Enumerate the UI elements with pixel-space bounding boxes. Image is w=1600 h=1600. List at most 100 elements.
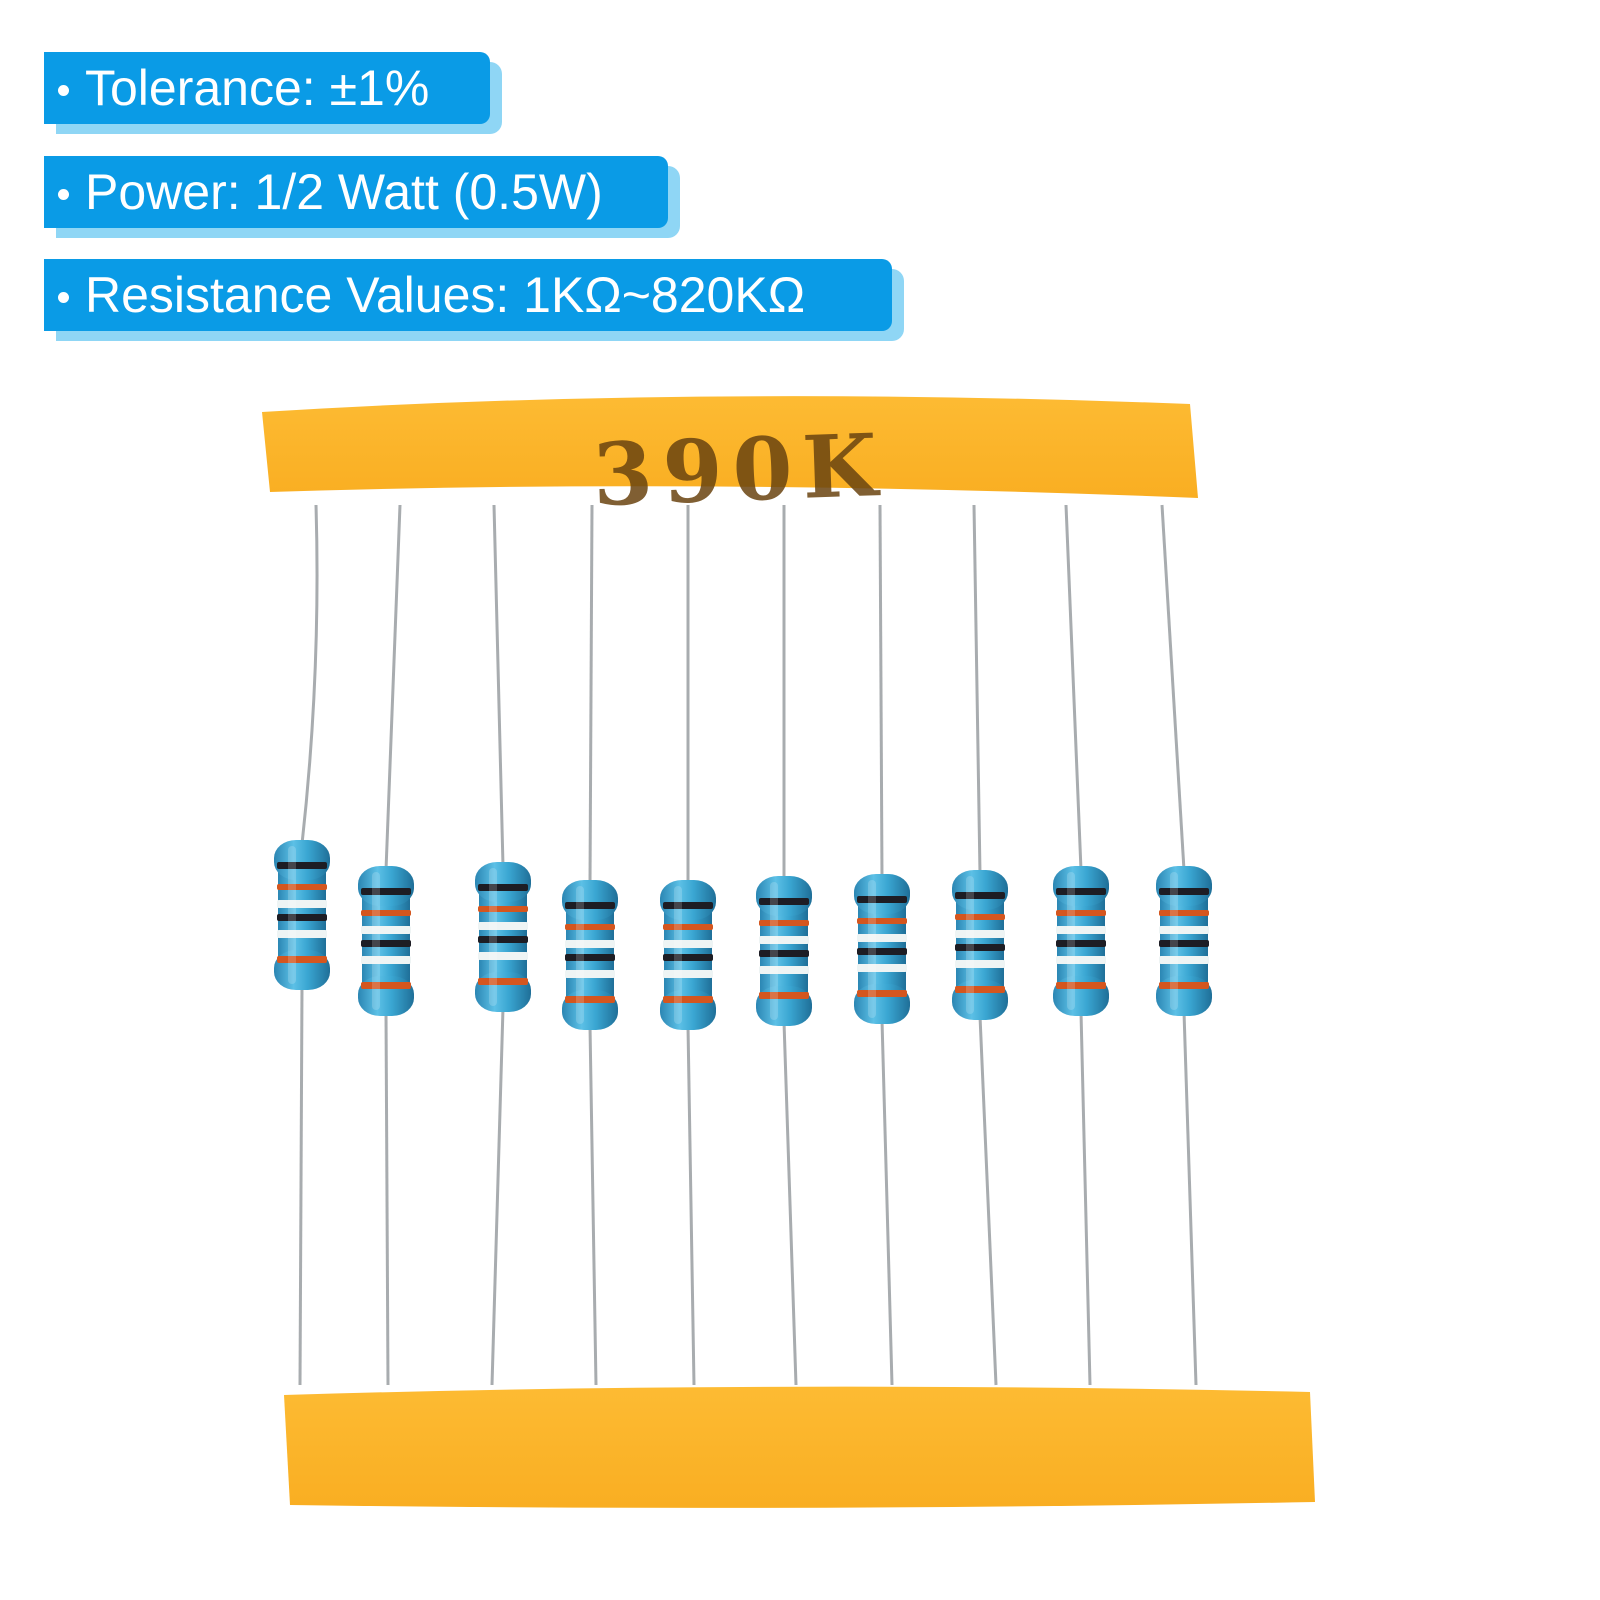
spec-label-resistance: Resistance Values: 1KΩ~820KΩ: [85, 267, 806, 323]
tape-value-label: 390K: [591, 415, 889, 526]
resistor-band: [663, 996, 713, 1003]
resistor: [952, 504, 1008, 1386]
resistor-lead: [492, 504, 505, 867]
resistor-band: [1056, 910, 1106, 916]
resistor-band: [478, 978, 528, 985]
resistor-band: [857, 964, 907, 972]
resistor-band: [478, 952, 528, 960]
resistor-band: [1159, 956, 1209, 964]
resistor-band: [663, 954, 713, 961]
resistor-highlight: [576, 886, 584, 1024]
resistor-cap: [475, 862, 531, 902]
resistor-lead: [384, 1011, 390, 1386]
resistor-band: [955, 960, 1005, 968]
resistor-lead: [588, 1025, 598, 1386]
resistor: [475, 504, 531, 1386]
resistor-cap: [562, 880, 618, 920]
resistor-highlight: [1067, 872, 1075, 1010]
resistor-highlight: [674, 886, 682, 1024]
resistor-highlight: [966, 876, 974, 1014]
resistor-band: [857, 990, 907, 997]
resistor-band: [1159, 888, 1209, 895]
resistor-band: [478, 906, 528, 912]
resistor-band: [361, 888, 411, 895]
resistor-band: [1159, 982, 1209, 989]
spec-label-tolerance: Tolerance: ±1%: [85, 60, 430, 116]
resistor-band: [565, 954, 615, 961]
resistor-band: [955, 914, 1005, 920]
resistor-band: [663, 970, 713, 978]
resistor-band: [857, 948, 907, 955]
resistor-band: [857, 934, 907, 942]
resistor-band: [277, 862, 327, 869]
spec-label-power: Power: 1/2 Watt (0.5W): [85, 164, 603, 220]
resistor-lead: [1160, 504, 1186, 871]
resistor-band: [277, 930, 327, 938]
resistor-cap: [1156, 866, 1212, 906]
resistor-band: [663, 924, 713, 930]
resistor-cap: [854, 874, 910, 914]
resistor-band: [1056, 956, 1106, 964]
resistor-lead: [490, 1007, 505, 1386]
resistor-lead: [1064, 504, 1083, 871]
spec-tag-resistance: Resistance Values: 1KΩ~820KΩ: [44, 259, 904, 341]
resistor-cap: [274, 840, 330, 880]
resistor-band: [1056, 982, 1106, 989]
resistor-cap: [1053, 866, 1109, 906]
resistor-band: [1159, 926, 1209, 934]
resistor-lead: [880, 1019, 894, 1386]
resistor-lead: [686, 1025, 696, 1386]
resistor-band: [565, 924, 615, 930]
resistor-band: [478, 884, 528, 891]
resistor-band: [277, 956, 327, 963]
resistor-band: [759, 950, 809, 957]
resistor-cap: [660, 880, 716, 920]
resistor-lead: [782, 1021, 798, 1386]
resistor-band: [1159, 910, 1209, 916]
resistor-group: [274, 504, 1212, 1386]
resistor-lead: [972, 504, 982, 875]
resistor: [660, 504, 716, 1386]
resistor-band: [1159, 940, 1209, 947]
top-tape: [262, 396, 1198, 498]
spec-tag-power: Power: 1/2 Watt (0.5W): [44, 156, 680, 238]
resistor-highlight: [489, 868, 497, 1006]
spec-tag-tolerance: Tolerance: ±1%: [44, 52, 502, 134]
bullet-icon: [58, 188, 69, 200]
resistor: [1053, 504, 1109, 1386]
resistor-lead: [978, 1015, 998, 1386]
resistor-band: [1056, 888, 1106, 895]
resistor: [854, 504, 910, 1386]
resistor-band: [955, 892, 1005, 899]
resistor-cap: [756, 876, 812, 916]
resistor-band: [955, 930, 1005, 938]
resistor-highlight: [372, 872, 380, 1010]
resistor-band: [759, 936, 809, 944]
bottom-tape: [284, 1386, 1315, 1508]
resistor-band: [565, 940, 615, 948]
resistor-band: [857, 918, 907, 924]
resistor-band: [759, 920, 809, 926]
resistor-band: [1056, 940, 1106, 947]
resistor: [274, 504, 330, 1386]
resistor-band: [857, 896, 907, 903]
resistor: [756, 505, 812, 1386]
resistor-band: [955, 944, 1005, 951]
resistor-lead: [1182, 1011, 1198, 1386]
resistor-band: [759, 966, 809, 974]
resistor-band: [361, 926, 411, 934]
resistor-band: [277, 914, 327, 921]
resistor-band: [955, 986, 1005, 993]
resistor-band: [565, 902, 615, 909]
resistor-band: [478, 936, 528, 943]
resistor-band: [277, 884, 327, 890]
resistor-lead: [588, 504, 594, 885]
resistor-highlight: [770, 882, 778, 1020]
resistor-lead: [300, 504, 319, 845]
resistor-band: [565, 970, 615, 978]
resistor: [358, 504, 414, 1386]
resistor-highlight: [1170, 872, 1178, 1010]
bullet-icon: [58, 291, 69, 303]
